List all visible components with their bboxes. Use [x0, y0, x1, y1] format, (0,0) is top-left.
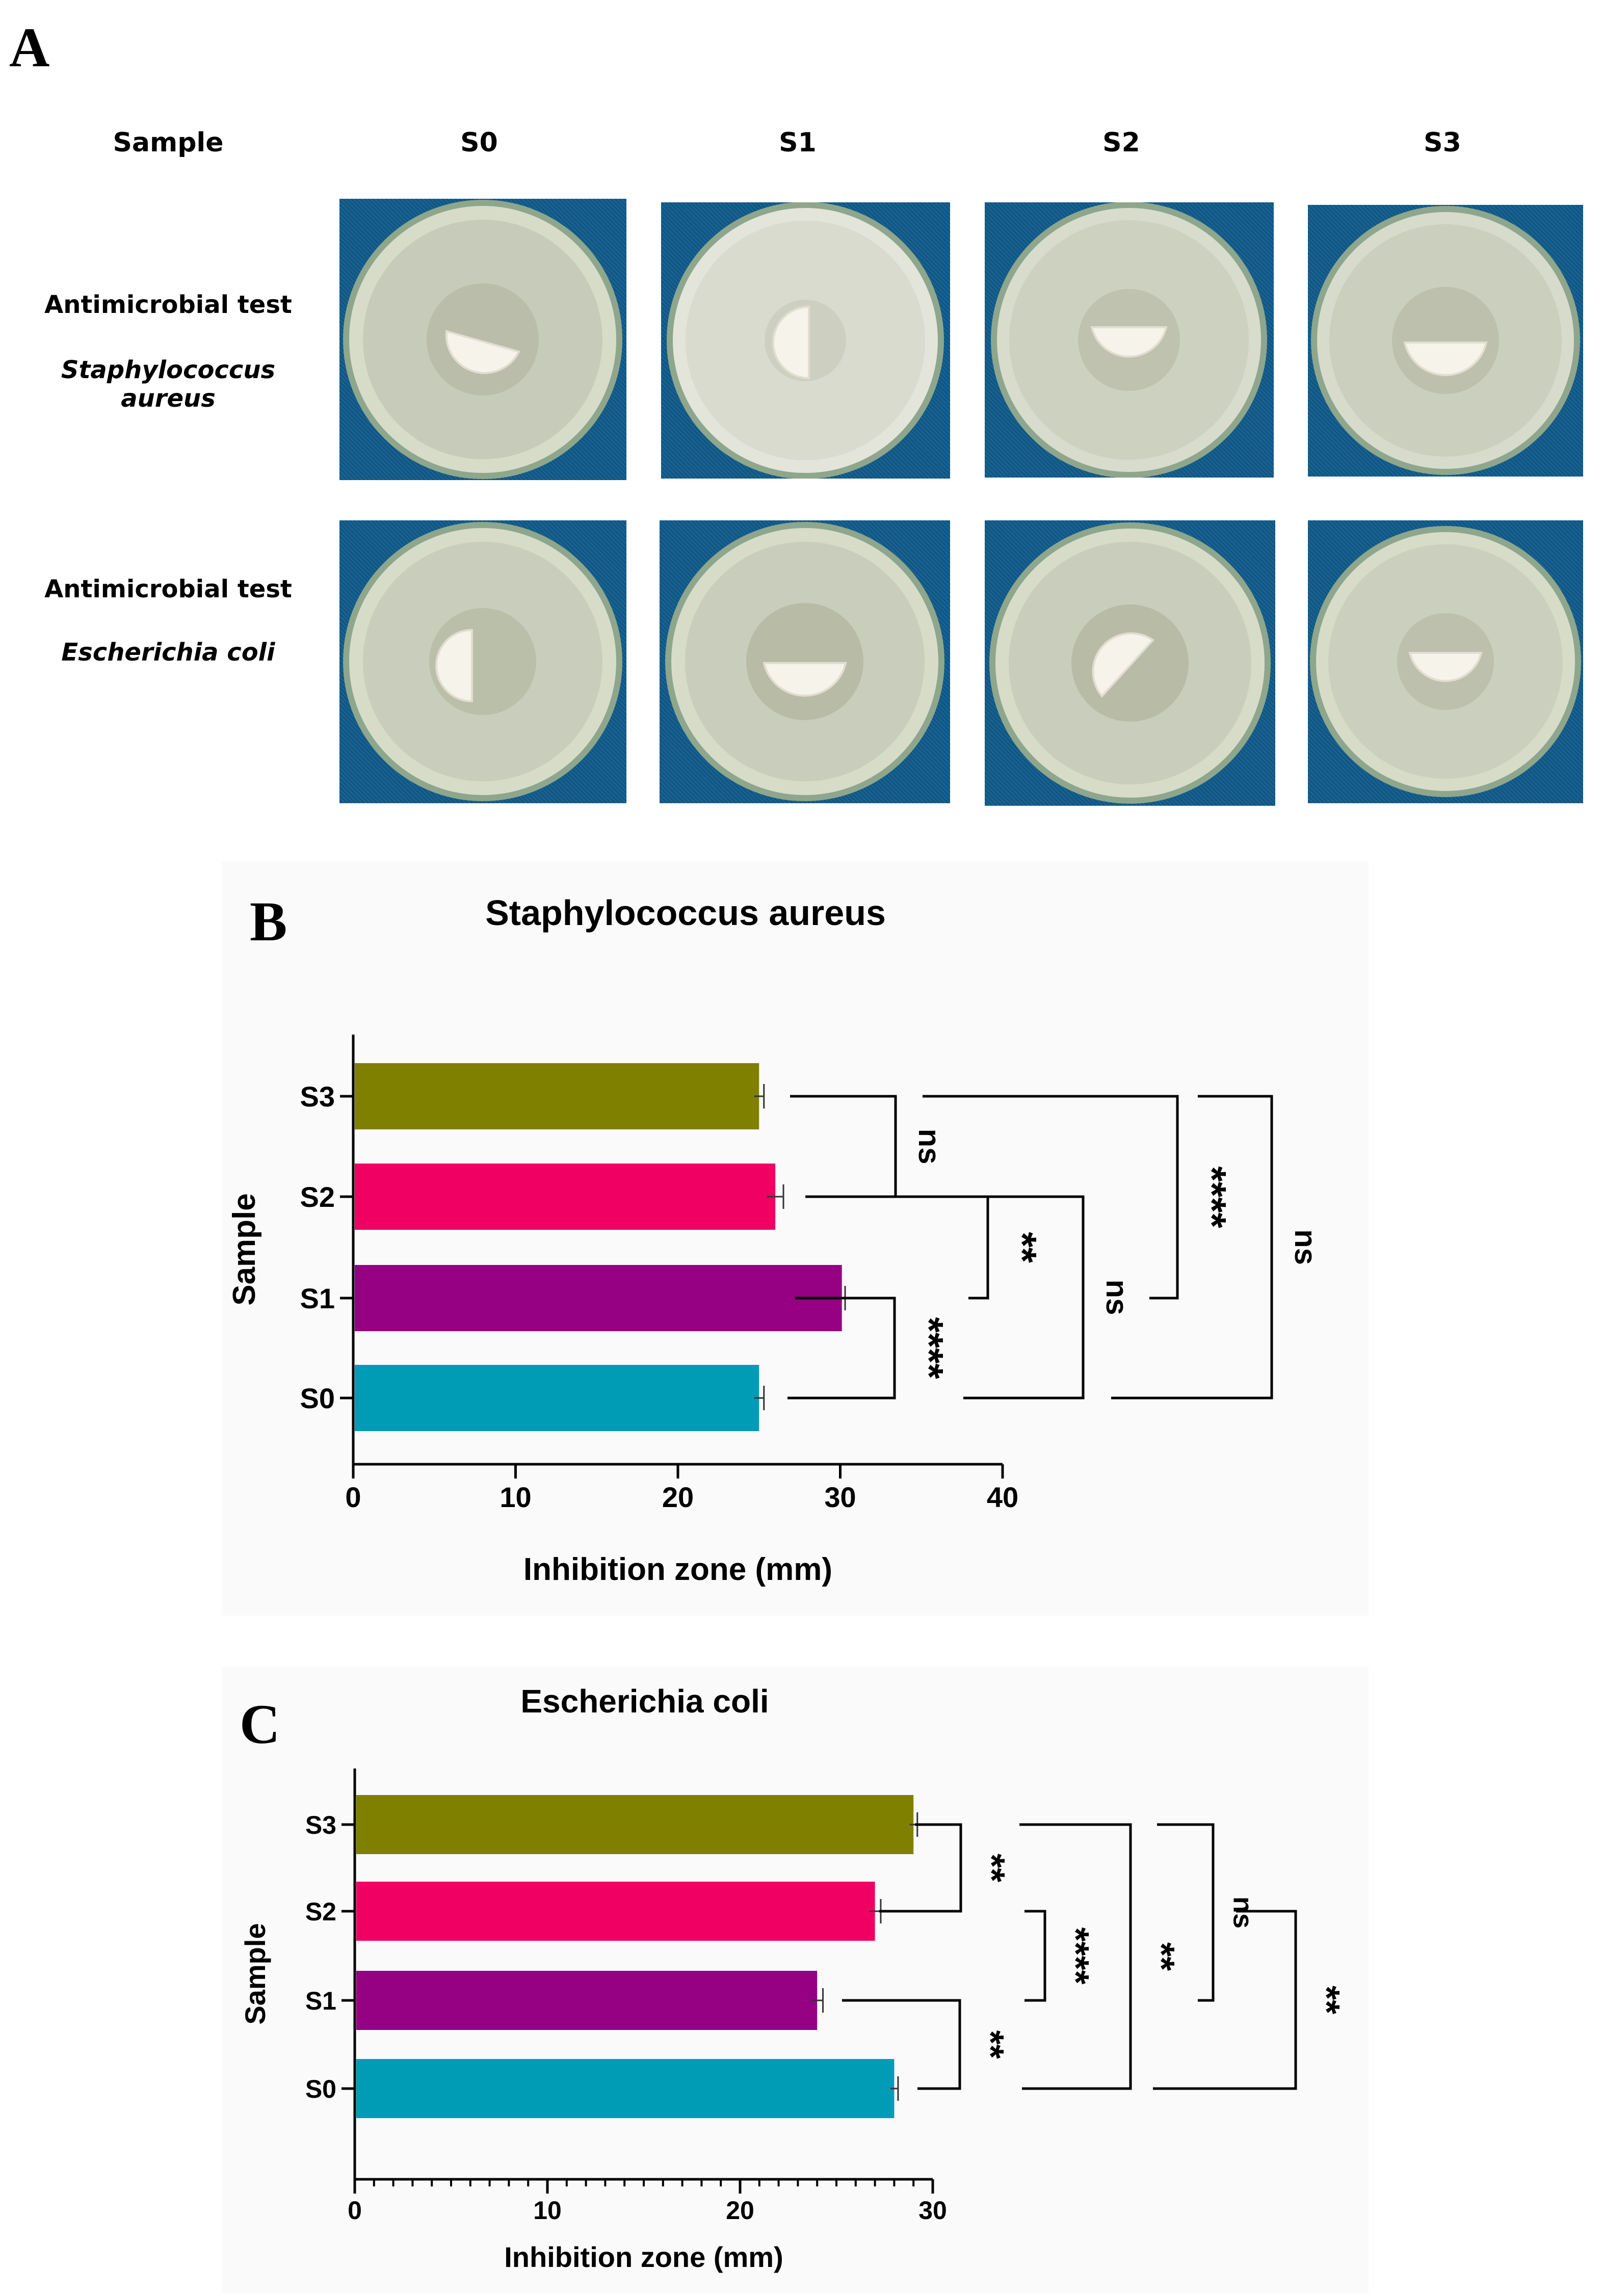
x-tick-label: 30 — [824, 1481, 856, 1513]
chart-staph: Staphylococcus aureus 0 10 20 30 40Inhibition… — [227, 893, 1323, 1587]
petri-dish-graphic — [343, 200, 622, 479]
y-tick-label: S3 — [300, 1080, 335, 1113]
photo-header-s3: S3 — [1424, 127, 1461, 158]
bar-s0 — [355, 1365, 759, 1431]
panel-label-a: A — [9, 16, 50, 78]
significance-bracket — [879, 1823, 962, 1913]
significance-bracket — [1024, 1910, 1046, 2002]
significance-label: **** — [1055, 1927, 1096, 1984]
significance-label: ** — [1000, 1232, 1045, 1263]
petri-dish-graphic — [1310, 526, 1581, 797]
y-tick-label: S0 — [300, 1382, 335, 1414]
x-tick-label: 10 — [533, 2196, 562, 2225]
significance-bracket — [813, 1195, 1085, 1400]
y-tick-label: S2 — [305, 1897, 336, 1926]
y-tick-label: S1 — [305, 1987, 336, 2015]
x-axis-label: Inhibition zone (mm) — [523, 1552, 832, 1587]
petri-photo-ecoli-s2 — [985, 520, 1275, 806]
significance-bracket — [842, 1999, 961, 2090]
row-label-staph-line1: Antimicrobial test — [44, 291, 292, 319]
significance-bracket — [787, 1297, 896, 1400]
significance-bracket — [790, 1095, 897, 1198]
significance-bracket — [923, 1095, 1179, 1300]
bar-s2 — [356, 1882, 875, 1941]
petri-photo-ecoli-s0 — [339, 520, 626, 803]
bar-s2 — [355, 1164, 776, 1230]
y-tick-label: S2 — [300, 1181, 335, 1213]
significance-label: ns — [1289, 1229, 1323, 1265]
x-tick-label: 10 — [500, 1481, 531, 1513]
chart-title: Escherichia coli — [520, 1683, 769, 1720]
petri-photo-staph-s1 — [661, 202, 950, 479]
x-tick-label: 40 — [987, 1481, 1018, 1513]
significance-bracket — [1019, 1823, 1132, 2090]
significance-label: ** — [1141, 1942, 1181, 1971]
bar-s0 — [356, 2059, 895, 2118]
significance-bracket — [1157, 1823, 1215, 2002]
petri-photo-staph-s0 — [339, 199, 626, 480]
petri-photo-staph-s2 — [985, 202, 1274, 478]
row-label-ecoli: Antimicrobial test Escherichia coli — [25, 575, 311, 667]
significance-bracket — [1111, 1095, 1273, 1400]
significance-label: ** — [970, 2030, 1011, 2059]
x-tick-label: 0 — [345, 1481, 361, 1513]
panel-label-c: C — [240, 1693, 280, 1755]
row-label-ecoli-line1: Antimicrobial test — [44, 575, 292, 603]
x-axis-label: Inhibition zone (mm) — [504, 2241, 783, 2273]
significance-label: **** — [1190, 1166, 1234, 1228]
petri-dish-graphic — [667, 202, 944, 479]
panel-label-b: B — [250, 890, 287, 953]
photo-header-s0: S0 — [460, 127, 498, 158]
petri-dish-graphic — [991, 202, 1267, 478]
row-label-ecoli-organism: Escherichia coli — [61, 638, 275, 667]
photo-header-s2: S2 — [1102, 127, 1140, 158]
significance-label: ns — [912, 1128, 947, 1164]
y-tick-label: S3 — [305, 1811, 336, 1839]
petri-photo-ecoli-s3 — [1308, 520, 1583, 803]
y-tick-label: S1 — [300, 1282, 335, 1314]
significance-label: ns — [1100, 1279, 1134, 1315]
petri-photo-staph-s3 — [1308, 205, 1583, 477]
significance-label: ** — [1306, 1986, 1347, 2014]
x-tick-label: 20 — [726, 2196, 754, 2225]
photo-header-sample: Sample — [113, 127, 224, 158]
significance-label: ** — [971, 1854, 1012, 1882]
x-tick-label: 20 — [662, 1481, 694, 1513]
petri-photo-ecoli-s1 — [660, 520, 950, 803]
petri-dish-graphic — [665, 522, 944, 801]
y-axis-label: Sample — [227, 1193, 262, 1306]
chart-title: Staphylococcus aureus — [485, 893, 886, 933]
x-tick-label: 30 — [918, 2196, 947, 2225]
bar-s1 — [356, 1971, 818, 2030]
petri-dish-graphic — [343, 522, 622, 801]
bar-s1 — [355, 1265, 842, 1331]
photo-header-s1: S1 — [779, 127, 817, 158]
x-tick-label: 0 — [348, 2196, 362, 2225]
petri-dish-graphic — [1311, 206, 1580, 475]
row-label-staph: Antimicrobial test Staphylococcus aureus — [25, 291, 311, 413]
bar-s3 — [356, 1795, 914, 1854]
y-axis-label: Sample — [239, 1923, 271, 2024]
row-label-staph-organism: Staphylococcus aureus — [61, 356, 276, 413]
significance-bracket — [1153, 1910, 1297, 2090]
y-tick-label: S0 — [305, 2075, 336, 2103]
significance-label: **** — [907, 1317, 952, 1379]
petri-dish-graphic — [989, 522, 1271, 804]
bar-s3 — [355, 1063, 759, 1129]
